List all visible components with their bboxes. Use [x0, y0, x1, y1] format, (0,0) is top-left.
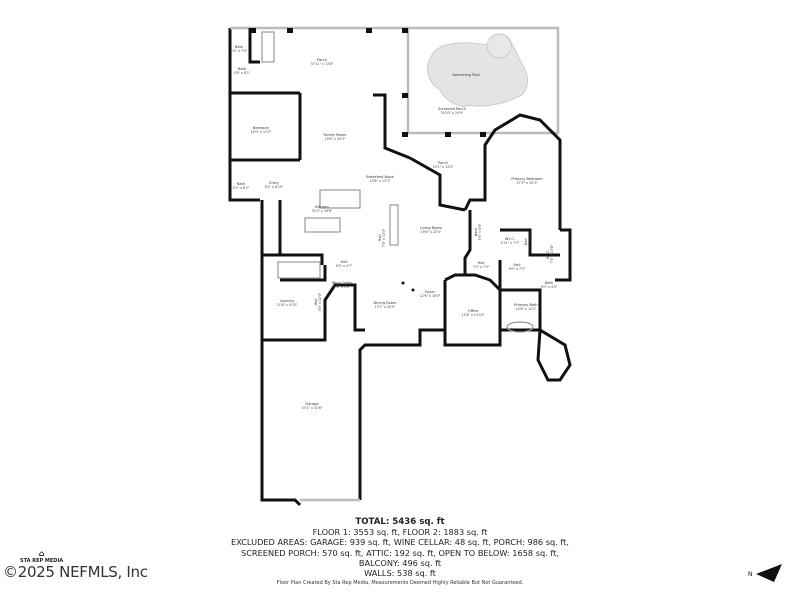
excluded-areas-line-1: EXCLUDED AREAS: GARAGE: 939 sq. ft, WINE… [231, 537, 569, 548]
swimming-pool [427, 34, 528, 107]
room-name: W.I.C. [546, 249, 550, 259]
room-name: Swimming Pool [452, 73, 479, 77]
exterior-wall [228, 28, 260, 202]
room-dim: 33'1" x 41'6" [302, 406, 323, 410]
room-name: Bath [238, 67, 246, 71]
room-name: Breakfast Nook [366, 175, 394, 179]
room-name: Laundry [280, 299, 296, 303]
walls-area: WALLS: 538 sq. ft [364, 568, 436, 579]
room-dim: 5'8" x 8'1" [234, 71, 251, 75]
floor-areas: FLOOR 1: 3553 sq. ft, FLOOR 2: 1883 sq. … [312, 527, 488, 538]
room-dim: 9'0" x 4'7" [336, 264, 353, 268]
room-dim: 7'3" x 11'0" [528, 232, 532, 251]
copyright-watermark: ©2025 NEFMLS, Inc [3, 563, 148, 581]
room-name: Kitchen [315, 205, 329, 209]
north-arrow: N [742, 562, 786, 590]
room-name: Family Room [324, 133, 347, 137]
room-name: Garage [305, 402, 319, 406]
room-dim: 13'8" x 13'3" [370, 179, 391, 183]
room-dim: 5'5" x 8'0" [478, 223, 482, 240]
area-summary: TOTAL: 5436 sq. ft FLOOR 1: 3553 sq. ft,… [0, 517, 800, 578]
room-name: Office [468, 309, 479, 313]
room-dim: 19'6" x 23'4" [421, 230, 442, 234]
room-dim: 14'6" x 10'2" [516, 307, 537, 311]
room-dim: 14'0" x 17'2" [251, 130, 272, 134]
room-dim: 37'11" x 13'8" [311, 62, 334, 66]
room-dim: 4'2" x 8'2" [233, 186, 250, 190]
room-dim: 35'10" x 24'9" [441, 111, 464, 115]
room-name: W.I.C. [505, 237, 515, 241]
room-dim: 4'11" x 7'3" [501, 241, 520, 245]
room-name: Primary Bath [514, 303, 537, 307]
room-dim: 3'0" x 10'0" [318, 292, 322, 311]
room-dim: 8'2" x 8'10" [265, 185, 284, 189]
room-name: Dining Room [374, 301, 397, 305]
room-dim: 9'0" x 4'4" [541, 285, 558, 289]
room-name: Screened Porch [438, 107, 466, 111]
room-name: Living Room [420, 226, 443, 230]
porch-bar [261, 31, 275, 63]
room-dim: 7'8" x 5'0" [334, 285, 351, 289]
room-dim: 11'8" x 9'10" [277, 303, 298, 307]
room-dim: 19'6" x 24'3" [325, 137, 346, 141]
stairs [277, 261, 321, 279]
kitchen-island [304, 217, 341, 233]
room-name: Entry [269, 181, 279, 185]
room-dim: 7'0" x 7'0" [473, 265, 490, 269]
room-name: Hall [524, 239, 528, 246]
room-name: Bath [237, 182, 245, 186]
room-dim: 32'0" x 19'6" [312, 209, 333, 213]
room-name: Wine Cellar [332, 281, 353, 285]
excluded-areas-line-2: SCREENED PORCH: 570 sq. ft, ATTIC: 192 s… [241, 547, 559, 558]
room-dim: 17'3" x 30'3" [517, 181, 538, 185]
room-name: Bath [545, 281, 553, 285]
room-dim: 13'7" x 20'0" [375, 305, 396, 309]
room-dim: 5'5" x 7'0" [231, 49, 248, 53]
room-name: Foyer [425, 290, 435, 294]
room-name: Hall [314, 299, 318, 306]
room-dim: 7'1" x 13'6" [550, 244, 554, 263]
kitchen-counter [319, 189, 361, 209]
room-name: Primary Bedroom [511, 177, 543, 181]
room-dim: 12'6" x 18'0" [420, 294, 441, 298]
room-dim: 11'8" x 13'10" [462, 313, 485, 317]
room-name: Hall [514, 263, 521, 267]
room-name: Bath [474, 228, 478, 236]
room-name: Bath [235, 45, 243, 49]
compass-label: N [748, 571, 753, 578]
bathtub [506, 321, 534, 333]
fireplace [389, 204, 399, 246]
room-name: Hall [341, 260, 348, 264]
brand-logo: ⌂ STA REP MEDIA [20, 549, 64, 565]
house-icon: ⌂ [38, 549, 45, 558]
room-dim: 19'1" x 14'3" [433, 165, 454, 169]
room-name: Bedroom [253, 126, 270, 130]
compass-arrow-icon [756, 564, 782, 582]
total-area: TOTAL: 5436 sq. ft [355, 517, 445, 527]
spa [486, 33, 512, 59]
room-dim: 9'0" x 7'3" [509, 267, 526, 271]
room-name: Porch [438, 161, 448, 165]
disclaimer: Floor Plan Created By Sta Rep Media, Mea… [276, 580, 524, 586]
room-name: Hall [378, 235, 382, 242]
room-name: Porch [317, 58, 327, 62]
room-name: Hall [478, 261, 485, 265]
excluded-areas-line-3: BALCONY: 496 sq. ft [358, 557, 442, 568]
room-dim: 7'3" x 13'3" [382, 228, 386, 247]
